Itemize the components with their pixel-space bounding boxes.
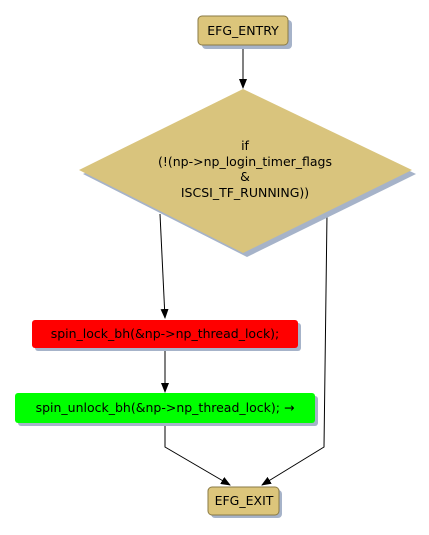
entry-node: EFG_ENTRY (197, 15, 292, 49)
decision-node-shape (79, 89, 412, 253)
entry-node-label: EFG_ENTRY (207, 23, 279, 38)
unlock-node-label: spin_unlock_bh(&np->np_thread_lock); → (36, 400, 295, 415)
decision-line-4: ISCSI_TF_RUNNING)) (181, 185, 309, 200)
unlock-node: spin_unlock_bh(&np->np_thread_lock); → (15, 393, 318, 426)
edge-decision-to-exit (261, 213, 328, 486)
edge-unlock-to-exit (164, 423, 231, 486)
lock-node-label: spin_lock_bh(&np->np_thread_lock); (51, 326, 280, 341)
exit-node-label: EFG_EXIT (215, 493, 274, 508)
exit-node: EFG_EXIT (207, 486, 282, 518)
decision-line-2: (!(np->np_login_timer_flags (158, 154, 332, 169)
lock-node-box (32, 320, 298, 348)
unlock-node-box (15, 393, 315, 423)
lock-node: spin_lock_bh(&np->np_thread_lock); (32, 320, 301, 351)
decision-line-1: if (241, 138, 249, 153)
edges (159, 46, 328, 486)
edge-decision-to-lock (159, 213, 169, 319)
decision-node: if (!(np->np_login_timer_flags & ISCSI_T… (79, 89, 416, 257)
entry-node-box (197, 15, 289, 46)
decision-line-3: & (240, 169, 250, 184)
exit-node-box (207, 486, 280, 516)
